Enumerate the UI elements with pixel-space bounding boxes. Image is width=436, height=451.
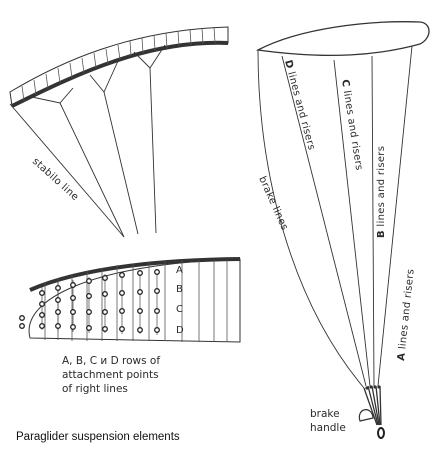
brake-lines-label: brake lines — [256, 175, 290, 232]
risers — [363, 385, 382, 426]
attachment-point — [55, 323, 61, 329]
attachment-point — [19, 323, 25, 329]
caption-line-2: attachment points — [62, 369, 159, 381]
side-view-group: D lines and risers C lines and risers B … — [255, 21, 430, 439]
attachment-points — [19, 269, 160, 333]
top-canopy-group: stabilo line — [9, 26, 229, 238]
attachment-point — [102, 291, 108, 297]
c-lines-label: C lines and risers — [339, 79, 364, 172]
caption-line-1: A, B, C и D rows of — [62, 355, 160, 367]
attachment-point — [39, 301, 45, 307]
bottom-canopy-group: A B C D A, B, C и D rows of attachment p… — [19, 257, 241, 395]
attachment-point — [39, 290, 45, 296]
a-lines-label: A lines and risers — [396, 268, 417, 361]
attachment-point — [70, 282, 76, 288]
attachment-point — [39, 323, 45, 329]
row-label-c: C — [176, 304, 183, 315]
b-line — [371, 55, 375, 387]
attachment-point — [70, 324, 76, 330]
attachment-point — [119, 308, 125, 314]
attachment-point — [154, 288, 160, 294]
attachment-point — [86, 325, 92, 331]
attachment-point — [102, 326, 108, 332]
brake-handle-label-2: handle — [310, 422, 346, 434]
attachment-point — [137, 289, 143, 295]
attachment-point — [86, 293, 92, 299]
row-label-a: A — [176, 265, 183, 276]
b-lines-label: B lines and risers — [376, 146, 387, 238]
attachment-point — [19, 315, 25, 321]
attachment-point — [119, 290, 125, 296]
figure-title: Paraglider suspension elements — [16, 431, 180, 443]
attachment-point — [70, 309, 76, 315]
attachment-point — [39, 312, 45, 318]
attachment-point — [119, 326, 125, 332]
side-canopy — [255, 21, 430, 57]
attachment-point — [102, 309, 108, 315]
c-line — [333, 59, 371, 387]
side-suspension-lines — [257, 45, 413, 389]
brake-handle-label-1: brake — [310, 408, 340, 420]
attachment-point — [55, 297, 61, 303]
bottom-canopy-leading-edge — [29, 257, 241, 292]
brake-handle-icon — [358, 409, 374, 422]
attachment-point — [102, 275, 108, 281]
riser-markers — [365, 385, 381, 390]
attachment-point — [154, 308, 160, 314]
carabiner-icon — [377, 427, 385, 439]
attachment-point — [137, 308, 143, 314]
top-canopy-ribs — [21, 26, 216, 102]
attachment-point — [137, 327, 143, 333]
stabilo-line-label: stabilo line — [30, 156, 81, 203]
attachment-point — [86, 309, 92, 315]
d-lines-label: D lines and risers — [282, 59, 317, 152]
brake-line-path — [257, 49, 365, 389]
attachment-point — [55, 285, 61, 291]
a-line — [377, 45, 413, 387]
top-canopy-body — [9, 26, 229, 107]
attachment-point — [70, 295, 76, 301]
d-line — [281, 55, 367, 387]
caption-line-3: of right lines — [62, 383, 128, 395]
row-label-b: B — [176, 284, 183, 295]
top-suspension-lines — [9, 44, 166, 238]
attachment-point — [55, 309, 61, 315]
attachment-point — [86, 278, 92, 284]
attachment-point — [154, 269, 160, 275]
top-canopy-leading-edge — [11, 40, 229, 108]
attachment-point — [137, 270, 143, 276]
row-label-d: D — [176, 325, 184, 336]
attachment-point — [154, 327, 160, 333]
attachment-point — [119, 272, 125, 278]
